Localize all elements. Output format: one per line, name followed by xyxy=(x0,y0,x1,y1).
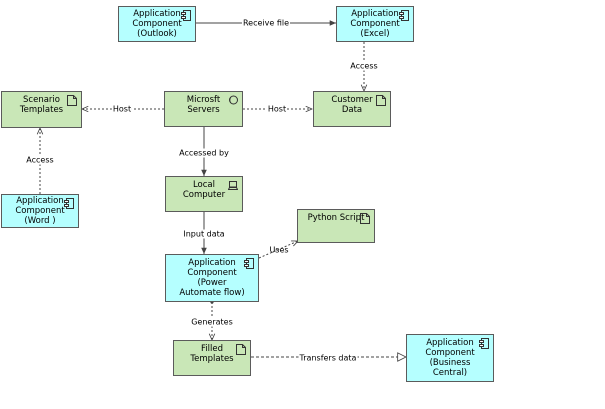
node-customer-data[interactable]: Customer Data xyxy=(313,91,391,127)
node-microsoft-servers[interactable]: Microsft Servers xyxy=(164,91,243,127)
component-icon xyxy=(244,258,254,269)
component-icon xyxy=(479,338,489,349)
node-label: Python Script xyxy=(307,213,365,223)
node-python-script[interactable]: Python Script xyxy=(297,209,375,243)
node-filled-templates[interactable]: Filled Templates xyxy=(173,340,251,376)
node-power-automate[interactable]: Application Component (Power Automate fl… xyxy=(165,254,259,302)
edge-label-access-excel: Access xyxy=(349,61,379,71)
component-icon xyxy=(399,10,409,21)
node-word[interactable]: Application Component (Word ) xyxy=(1,194,79,228)
edge-label-input-data: Input data xyxy=(182,229,226,239)
edge-uses xyxy=(258,241,298,259)
edge-label-receive-file: Receive file xyxy=(241,18,291,28)
edge-label-transfers-data: Transfers data xyxy=(298,353,358,363)
node-excel[interactable]: Application Component (Excel) xyxy=(336,6,414,42)
node-label: Local Computer xyxy=(182,180,226,200)
node-scenario-templates[interactable]: Scenario Templates xyxy=(1,91,82,128)
node-label: Application Component (Business Central) xyxy=(425,338,475,378)
component-icon xyxy=(181,10,191,21)
document-icon xyxy=(360,213,370,224)
component-icon xyxy=(64,198,74,209)
node-label: Application Component (Outlook) xyxy=(132,9,182,39)
device-icon xyxy=(228,181,238,190)
node-label: Application Component (Word ) xyxy=(15,196,65,226)
node-business-central[interactable]: Application Component (Business Central) xyxy=(406,334,494,382)
document-icon xyxy=(67,95,77,106)
edge-label-host-scenario: Host xyxy=(111,104,133,114)
system-software-icon xyxy=(229,95,238,105)
edge-label-generates: Generates xyxy=(190,317,234,327)
node-label: Scenario Templates xyxy=(19,95,64,115)
document-icon xyxy=(376,95,386,106)
node-label: Application Component (Excel) xyxy=(350,9,400,39)
node-label: Customer Data xyxy=(331,95,373,115)
node-label: Microsft Servers xyxy=(186,95,221,115)
edge-label-access-word: Access xyxy=(25,155,55,165)
edge-label-accessed-by: Accessed by xyxy=(178,148,230,158)
edge-label-host-customer: Host xyxy=(266,104,288,114)
node-local-computer[interactable]: Local Computer xyxy=(165,176,243,212)
node-label: Application Component (Power Automate fl… xyxy=(179,258,245,298)
edge-label-uses: Uses xyxy=(269,245,289,255)
document-icon xyxy=(236,344,246,355)
node-outlook[interactable]: Application Component (Outlook) xyxy=(118,6,196,42)
node-label: Filled Templates xyxy=(190,344,234,364)
